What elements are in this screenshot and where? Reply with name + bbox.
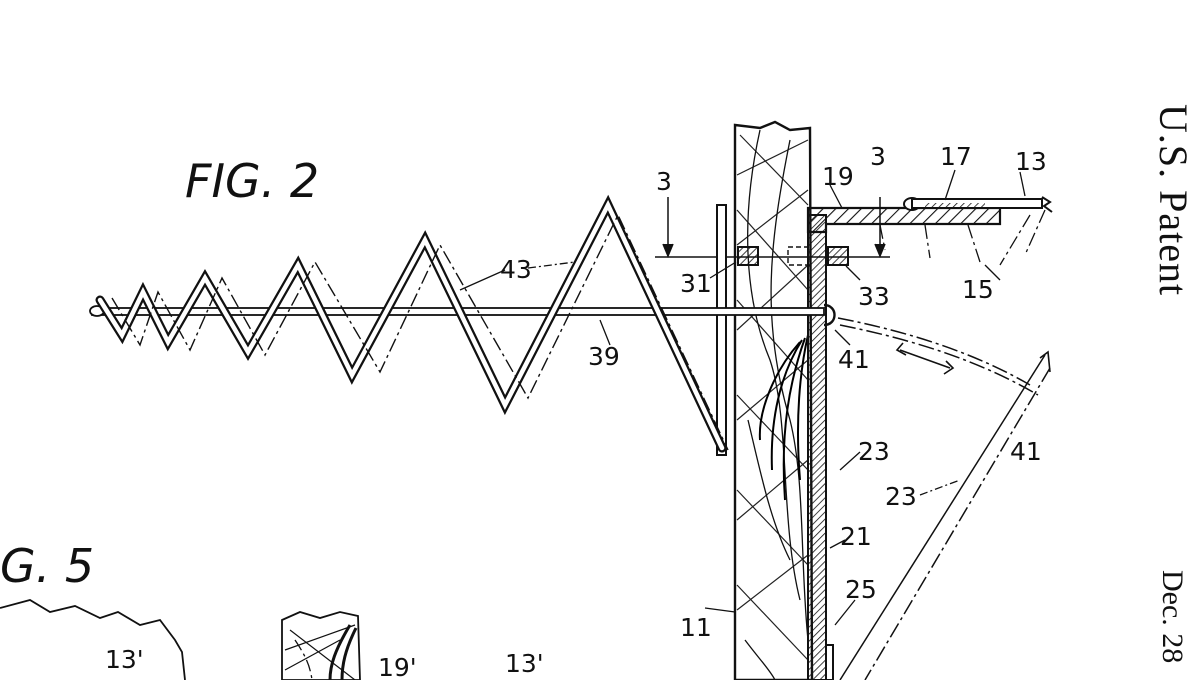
fig5-label: G. 5: [0, 539, 94, 593]
ref-11: 11: [680, 613, 712, 642]
ref-3-left: 3: [656, 167, 672, 196]
ref-19-prime: 19': [378, 653, 417, 680]
section-line-3-3: [655, 197, 890, 258]
ref-19: 19: [822, 162, 854, 191]
ref-41-hinge: 41: [838, 345, 870, 374]
ref-13: 13: [1015, 147, 1047, 176]
leader-lines: [459, 169, 1026, 626]
block-31: [737, 246, 759, 266]
upper-arm-13: [903, 196, 1053, 213]
ref-17: 17: [940, 142, 972, 171]
hinge-41: [823, 303, 836, 327]
block-33: [827, 246, 849, 266]
fig2-label: FIG. 2: [185, 154, 319, 208]
patent-heading: U.S. Patent: [1151, 104, 1196, 297]
ref-13-prime-mid: 13': [505, 649, 544, 678]
reference-numerals-fig5: 13' 19' 13': [105, 645, 544, 680]
mounting-bar: [716, 204, 727, 456]
ref-23-open: 23: [885, 482, 917, 511]
ref-15: 15: [962, 275, 994, 304]
ref-33: 33: [858, 282, 890, 311]
fig5-partial-drawing: [0, 599, 361, 680]
reference-numerals-fig2: 3 3 19 17 13 43 31 33 15 39 41 41 23 23 …: [500, 142, 1047, 642]
ref-31: 31: [680, 269, 712, 298]
ref-23-wall: 23: [858, 437, 890, 466]
coil-43-solid: [95, 194, 727, 453]
ref-21: 21: [840, 522, 872, 551]
wall-plate-hatched: [807, 214, 827, 680]
door-open-position: [837, 317, 1051, 680]
ref-43: 43: [500, 255, 532, 284]
ref-3-right: 3: [870, 142, 886, 171]
brace-lines-15: [879, 209, 1046, 266]
coil-43-phantom: [111, 213, 729, 451]
top-bracket: [806, 206, 1002, 234]
bracket-25: [825, 644, 834, 680]
patent-date: Dec. 28: [1156, 570, 1189, 664]
ref-39: 39: [588, 342, 620, 371]
wall-section: [733, 120, 814, 680]
ref-41-open: 41: [1010, 437, 1042, 466]
ref-25: 25: [845, 575, 877, 604]
ref-13-prime-left: 13': [105, 645, 144, 674]
